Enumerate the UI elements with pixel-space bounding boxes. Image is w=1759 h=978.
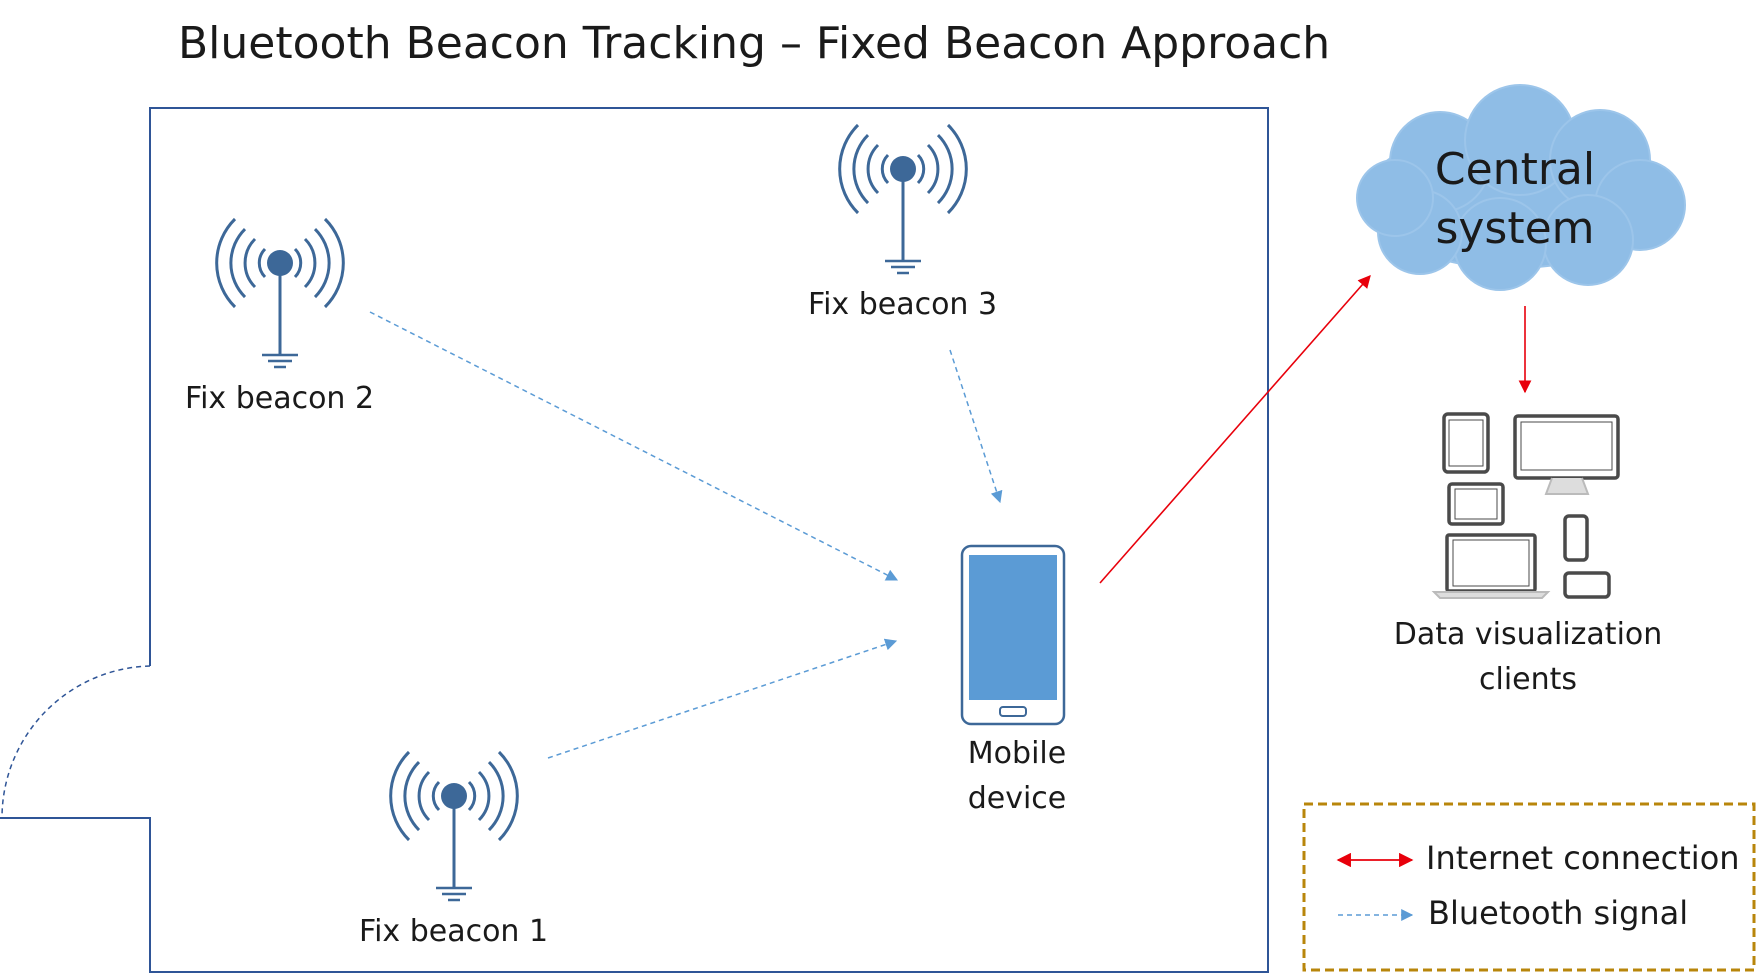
legend-bluetooth-label: Bluetooth signal — [1428, 894, 1689, 932]
beacon-3-label: Fix beacon 3 — [808, 287, 998, 322]
central-label-line1: Central — [1434, 144, 1596, 195]
beacon-2-icon — [215, 217, 345, 369]
room-outline — [0, 107, 1269, 973]
central-system-label: Central system — [1405, 140, 1625, 259]
bluetooth-signal-arrows — [369, 311, 1003, 759]
diagram-title: Bluetooth Beacon Tracking – Fixed Beacon… — [178, 18, 1331, 69]
internet-connection-arrows — [1099, 275, 1532, 584]
mobile-label-line1: Mobile — [967, 736, 1067, 771]
beacon-2-label: Fix beacon 2 — [185, 381, 375, 416]
beacon-3-icon — [838, 123, 968, 275]
cloud-icon — [1356, 84, 1686, 291]
mobile-device-label: Mobile device — [932, 731, 1102, 821]
data-visualization-clients-label: Data visualization clients — [1368, 612, 1688, 702]
beacon-1-label: Fix beacon 1 — [359, 914, 549, 949]
clients-label-line1: Data visualization — [1393, 617, 1663, 652]
central-label-line2: system — [1435, 203, 1595, 255]
legend-internet-label: Internet connection — [1426, 839, 1740, 877]
legend-box — [1302, 802, 1756, 972]
data-visualization-devices-icon — [1431, 412, 1620, 599]
clients-label-line2: clients — [1478, 662, 1578, 697]
mobile-device-icon — [960, 544, 1066, 726]
beacon-1-icon — [389, 750, 519, 902]
mobile-label-line2: device — [967, 781, 1067, 816]
